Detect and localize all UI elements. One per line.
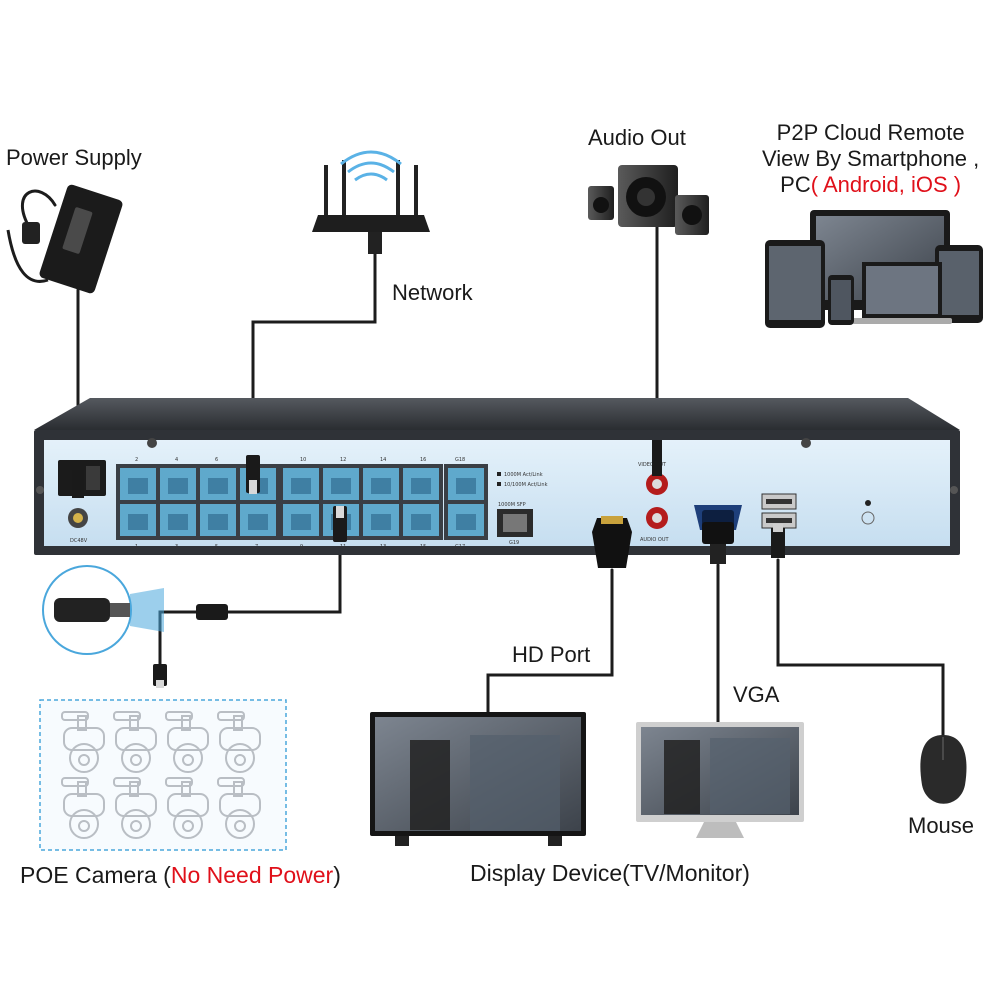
- rj45-port-socket: [456, 478, 476, 494]
- poe-camera-label: POE Camera (No Need Power): [20, 862, 341, 888]
- port-number-bottom: 9: [300, 544, 303, 550]
- rj45-port-socket: [168, 514, 188, 530]
- port-number-bottom: 13: [380, 544, 386, 550]
- poe-ports-group: 21436587109121114131615G18G17: [116, 457, 488, 550]
- mouse-icon: [920, 735, 967, 804]
- tv-icon: [370, 712, 586, 846]
- port-number-top: 16: [420, 457, 426, 463]
- monitor-icon: [636, 722, 804, 838]
- speakers-icon: [588, 165, 709, 235]
- rj45-port-socket: [291, 478, 311, 494]
- rj45-port-socket: [128, 514, 148, 530]
- ptz-camera-icon: [61, 777, 105, 839]
- no-need-power: No Need Power: [170, 862, 334, 888]
- sfp-port: 1000M SFP G19: [497, 502, 533, 546]
- hdmi-cable: [486, 568, 614, 714]
- rj45-port-socket: [208, 514, 228, 530]
- network-cable: [251, 248, 377, 472]
- port-number-bottom: G17: [455, 544, 465, 550]
- ptz-camera-icon: [113, 711, 157, 773]
- port-number-bottom: 15: [420, 544, 426, 550]
- port-number-top: 2: [135, 457, 138, 463]
- audio-out-jack-label: AUDIO OUT: [640, 537, 670, 543]
- poe-camera-prefix: POE Camera (: [20, 862, 171, 888]
- multi-devices-icon: [765, 210, 983, 328]
- port-number-top: 6: [215, 457, 218, 463]
- nvr-recorder: DC48V 21436587109121114131615G18G17 1000…: [34, 398, 960, 555]
- poe-camera-suffix: ): [333, 862, 341, 888]
- ptz-camera-icon: [113, 777, 157, 839]
- rj45-port-socket: [411, 478, 431, 494]
- router-icon: [312, 150, 430, 254]
- power-supply-label: Power Supply: [6, 145, 142, 170]
- led-label-2: 10/100M Act/Link: [504, 482, 548, 488]
- display-device-label: Display Device(TV/Monitor): [470, 860, 750, 886]
- port-number-top: 12: [340, 457, 346, 463]
- power-plug-cable: [21, 189, 57, 227]
- poe-splitter-closeup: [42, 565, 228, 688]
- connectors: [72, 440, 785, 568]
- port-number-bottom: 7: [255, 544, 258, 550]
- rj45-port-socket: [208, 478, 228, 494]
- sfp-port-label: G19: [509, 540, 519, 546]
- p2p-cloud-label: P2P Cloud Remote View By Smartphone , PC…: [762, 120, 979, 198]
- port-number-top: 10: [300, 457, 306, 463]
- rj45-port-socket: [248, 514, 268, 530]
- ptz-camera-icon: [61, 711, 105, 773]
- audio-out-label: Audio Out: [588, 125, 686, 150]
- port-number-bottom: 11: [340, 544, 346, 550]
- usb-cable: [776, 558, 945, 737]
- port-number-top: G18: [455, 457, 465, 463]
- port-number-bottom: 3: [175, 544, 178, 550]
- power-adapter-icon: [6, 184, 123, 294]
- ptz-camera-icon: [165, 711, 209, 773]
- ptz-camera-icon: [217, 711, 261, 773]
- network-label: Network: [392, 280, 473, 305]
- vga-label: VGA: [733, 682, 780, 707]
- p2p-line-3: PC( Android, iOS ): [762, 172, 979, 198]
- rj45-port-socket: [331, 478, 351, 494]
- port-number-top: 4: [175, 457, 178, 463]
- rj45-port-socket: [371, 514, 391, 530]
- p2p-platforms: ( Android, iOS ): [810, 172, 962, 197]
- port-number-bottom: 5: [215, 544, 218, 550]
- rj45-port-socket: [168, 478, 188, 494]
- usb-ports: [761, 493, 797, 529]
- led-legend: 1000M Act/Link 10/100M Act/Link: [497, 472, 548, 488]
- p2p-line-1: P2P Cloud Remote: [776, 120, 965, 145]
- rj45-port-socket: [371, 478, 391, 494]
- port-number-bottom: 1: [135, 544, 138, 550]
- ptz-camera-icon: [165, 777, 209, 839]
- rj45-port-socket: [411, 514, 431, 530]
- dc-label: DC48V: [70, 538, 88, 544]
- rj45-port-socket: [128, 478, 148, 494]
- p2p-line-3-prefix: PC: [780, 172, 811, 197]
- mouse-label: Mouse: [908, 813, 975, 838]
- led-label-1: 1000M Act/Link: [504, 472, 543, 478]
- sfp-label: 1000M SFP: [498, 502, 526, 508]
- ptz-camera-icon: [217, 777, 261, 839]
- rj45-port-socket: [291, 514, 311, 530]
- hd-port-label: HD Port: [512, 642, 591, 667]
- p2p-line-2: View By Smartphone ,: [762, 146, 980, 171]
- poe-cameras-group: [39, 699, 287, 851]
- port-number-top: 14: [380, 457, 386, 463]
- rj45-port-socket: [456, 514, 476, 530]
